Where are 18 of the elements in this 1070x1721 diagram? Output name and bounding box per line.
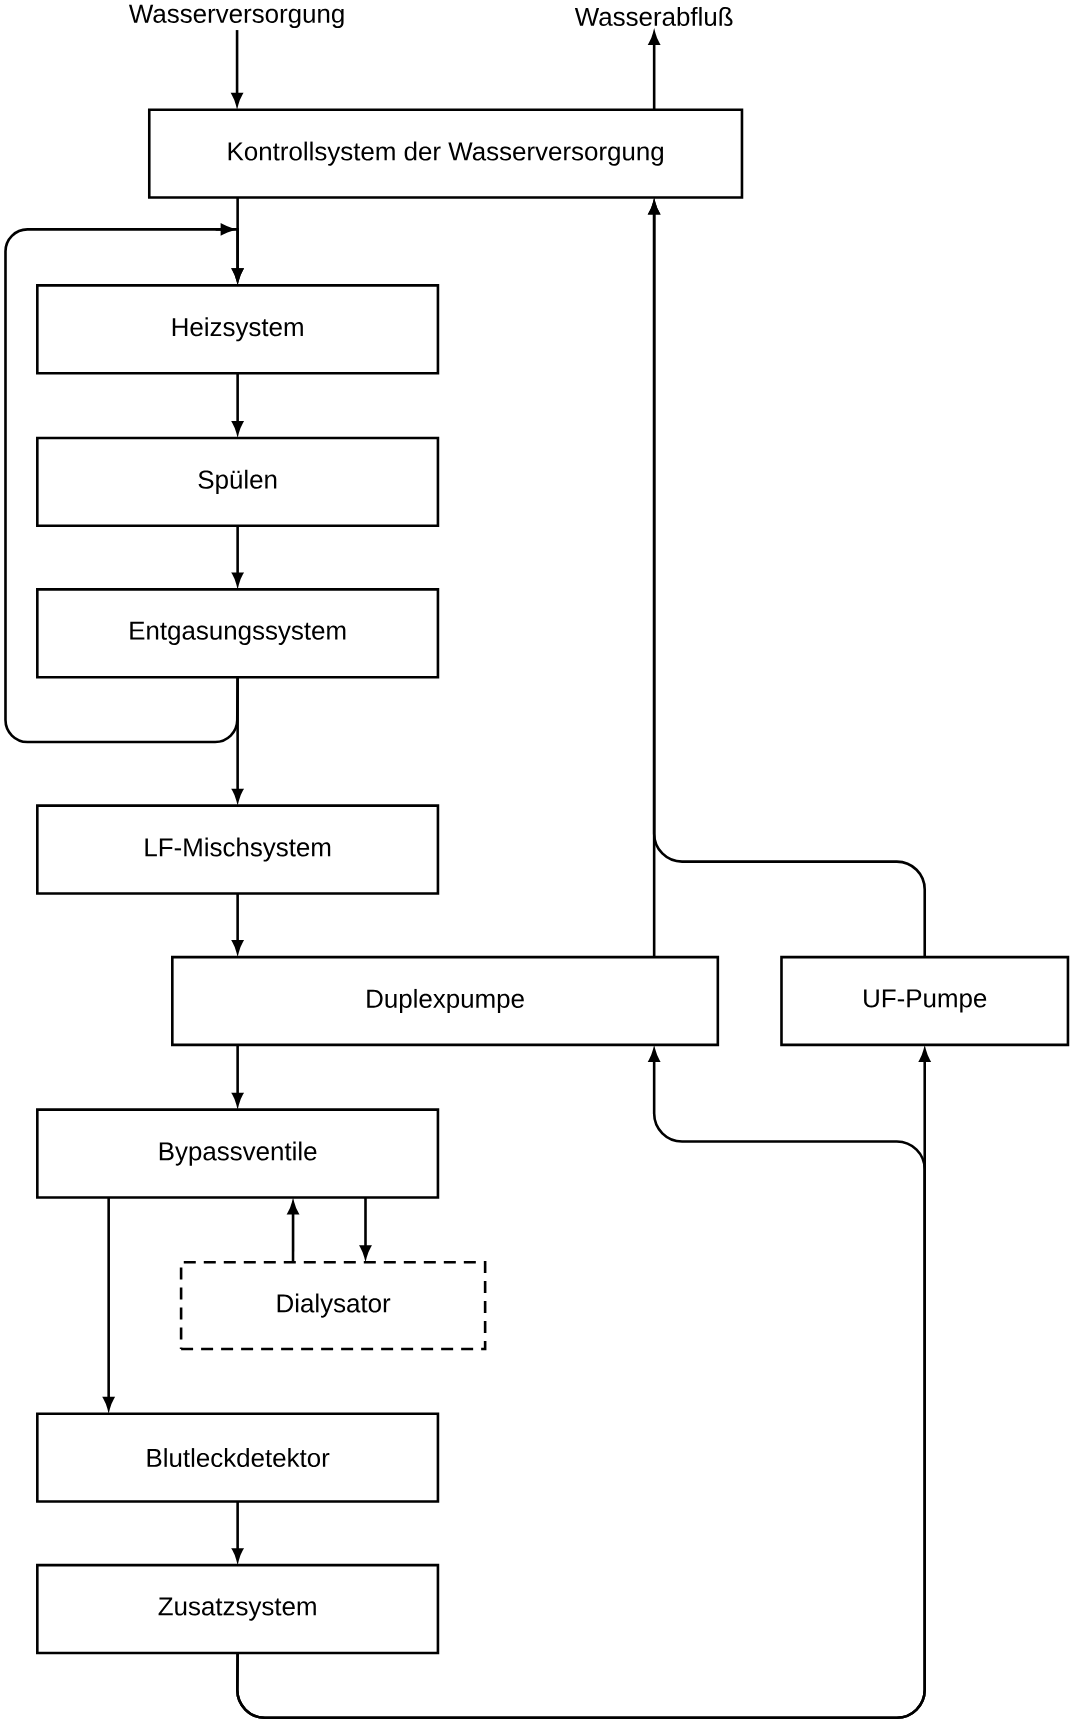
- process-box: Heizsystem: [35, 284, 440, 375]
- process-box: Entgasungssystem: [35, 588, 440, 679]
- process-box: UF-Pumpe: [780, 955, 1070, 1047]
- flow-label: Wasserabfluß: [574, 6, 733, 26]
- process-box: Blutleckdetektor: [35, 1412, 440, 1503]
- process-box: Bypassventile: [35, 1108, 440, 1199]
- process-box: Kontrollsystem der Wasserversorgung: [147, 108, 744, 199]
- loop-arrow: [4, 223, 244, 744]
- arrow: [231, 30, 243, 106]
- process-box: LF-Mischsystem: [35, 804, 440, 895]
- loop-arrow: [648, 201, 926, 958]
- dialyzer-box: Dialysator: [179, 1260, 487, 1351]
- flow-label: Wasserversorgung: [128, 4, 344, 29]
- process-box: Spülen: [35, 436, 440, 528]
- process-box: Duplexpumpe: [170, 955, 720, 1047]
- process-box: Zusatzsystem: [35, 1563, 440, 1655]
- loop-arrow: [287, 1201, 299, 1263]
- loop-arrow: [648, 31, 660, 110]
